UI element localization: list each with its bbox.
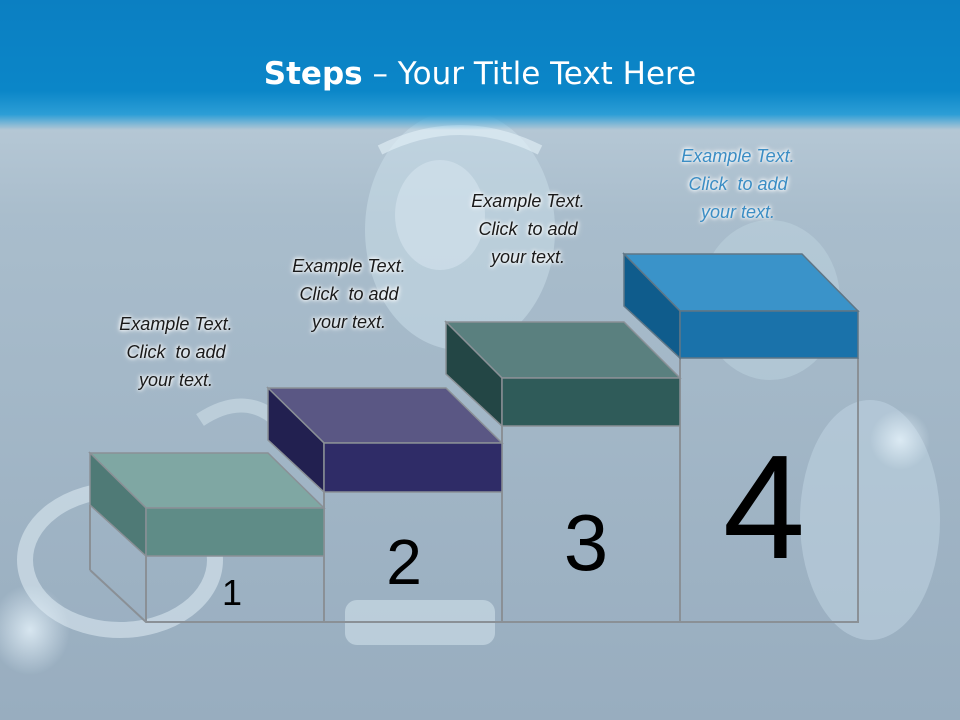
step-4-text-line-1: Example Text. [681,146,795,166]
title-bold: Steps [263,56,363,92]
step-1-text-line-1: Example Text. [119,314,233,334]
step-4-text[interactable]: Example Text. Click to add your text. [648,142,828,226]
step-4-number: 4 [723,425,805,590]
step-4-block[interactable] [622,252,860,360]
step-2-text-line-3: your text. [311,312,387,332]
slide-title[interactable]: Steps – Your Title Text Here [0,54,960,94]
step-1-block[interactable] [88,451,326,558]
title-rest: – Your Title Text Here [362,56,697,92]
step-2-text-line-2: Click to add [299,284,399,304]
title-bar [0,0,960,130]
step-3-text-line-2: Click to add [478,219,578,239]
step-3-text-line-1: Example Text. [471,191,585,211]
step-2-text-line-1: Example Text. [292,256,406,276]
step-1-number: 1 [222,572,242,613]
step-1-text-line-2: Click to add [126,342,226,362]
step-3-text-line-3: your text. [490,247,566,267]
step-2-number: 2 [386,526,422,598]
step-4-text-line-3: your text. [700,202,776,222]
step-1-text-line-3: your text. [138,370,214,390]
step-2-text[interactable]: Example Text. Click to add your text. [259,252,439,336]
step-2-block[interactable] [266,386,504,494]
step-4-text-line-2: Click to add [688,174,788,194]
step-3-text[interactable]: Example Text. Click to add your text. [438,187,618,271]
step-3-block[interactable] [444,320,682,428]
step-3-number: 3 [564,498,609,587]
step-1-text[interactable]: Example Text. Click to add your text. [86,310,266,394]
step-base-outline [146,358,859,623]
